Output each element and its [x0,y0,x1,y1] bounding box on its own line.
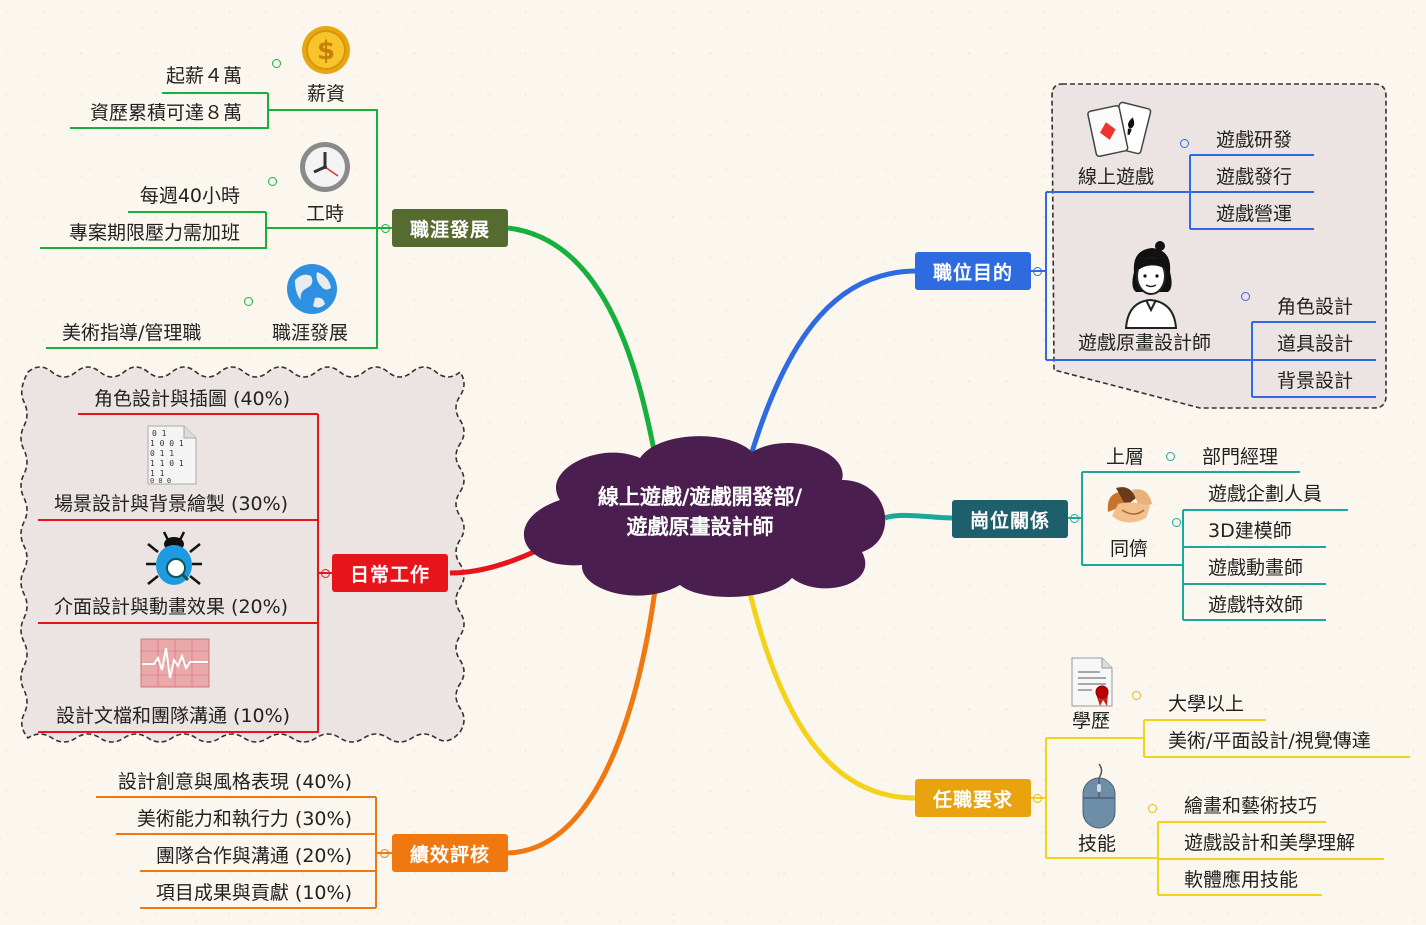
peer-item[interactable]: 遊戲企劃人員 [1208,483,1323,505]
certificate-icon [1071,657,1113,707]
svg-text:1 1: 1 1 [150,469,165,478]
game-item[interactable]: 遊戲研發 [1216,129,1293,151]
collapse-toggle[interactable] [244,297,253,306]
perf-item[interactable]: 項目成果與貢獻 (10%) [155,882,352,904]
skill-item[interactable]: 繪畫和藝術技巧 [1184,795,1318,817]
mouse-icon [1082,763,1116,829]
collapse-toggle[interactable] [268,177,277,186]
game-item[interactable]: 遊戲發行 [1216,166,1293,188]
svg-text:0 1: 0 1 [152,429,167,438]
node-education[interactable]: 學歷 [1072,710,1111,732]
topic-daily-work[interactable]: 日常工作 [332,554,448,592]
career-path-item[interactable]: 美術指導/管理職 [62,322,202,344]
edu-item[interactable]: 大學以上 [1168,693,1245,715]
heartbeat-icon [140,638,210,688]
topic-performance[interactable]: 績效評核 [392,834,508,872]
perf-item[interactable]: 團隊合作與溝通 (20%) [155,845,352,867]
skill-item[interactable]: 軟體應用技能 [1184,869,1299,891]
binary-file-icon: 0 1 1 0 0 1 0 1 1 1 1 0 1 1 1 0 0 0 [147,425,197,485]
svg-text:0 0 0: 0 0 0 [150,477,171,485]
node-hours[interactable]: 工時 [305,203,344,225]
collapse-toggle[interactable] [1070,514,1079,523]
collapse-toggle[interactable] [321,569,330,578]
coin-icon: $ [302,26,350,74]
perf-item[interactable]: 設計創意與風格表現 (40%) [117,771,352,793]
game-item[interactable]: 遊戲營運 [1216,203,1293,225]
daily-item[interactable]: 場景設計與背景繪製 (30%) [54,493,289,515]
peer-item[interactable]: 遊戲特效師 [1208,594,1304,616]
edu-item[interactable]: 美術/平面設計/視覺傳達 [1168,730,1371,752]
svg-text:1 1 0 1: 1 1 0 1 [150,459,184,468]
designer-item[interactable]: 角色設計 [1277,296,1354,318]
hours-item[interactable]: 專案期限壓力需加班 [68,222,240,244]
collapse-toggle[interactable] [1132,691,1141,700]
collapse-toggle[interactable] [1033,267,1042,276]
central-cloud [523,436,886,597]
collapse-toggle[interactable] [1180,139,1189,148]
collapse-toggle[interactable] [1033,794,1042,803]
daily-item[interactable]: 介面設計與動畫效果 (20%) [54,596,289,618]
daily-boundary [20,366,465,743]
handshake-icon [1107,487,1152,523]
collapse-toggle[interactable] [380,849,389,858]
upper-item[interactable]: 部門經理 [1202,446,1279,468]
node-online-game[interactable]: 線上遊戲 [1078,166,1155,188]
central-topic[interactable]: 線上遊戲/遊戲開發部/ 遊戲原畫設計師 [560,482,840,542]
cards-icon [1087,101,1152,158]
collapse-toggle[interactable] [1148,804,1157,813]
svg-text:$: $ [317,36,335,66]
node-skills[interactable]: 技能 [1078,833,1117,855]
salary-item[interactable]: 資歷累積可達８萬 [89,102,242,124]
globe-icon [287,264,337,314]
collapse-toggle[interactable] [1172,518,1181,527]
skill-item[interactable]: 遊戲設計和美學理解 [1184,832,1356,854]
collapse-toggle[interactable] [381,224,390,233]
central-topic-line1: 線上遊戲/遊戲開發部/ [597,485,803,509]
clock-icon [300,142,350,192]
peer-item[interactable]: 遊戲動畫師 [1208,557,1304,579]
node-upper[interactable]: 上層 [1106,446,1145,468]
designer-item[interactable]: 道具設計 [1277,333,1354,355]
collapse-toggle[interactable] [272,59,281,68]
collapse-toggle[interactable] [1241,292,1250,301]
salary-item[interactable]: 起薪４萬 [165,65,242,87]
daily-item[interactable]: 角色設計與插圖 (40%) [94,388,291,410]
central-topic-line2: 遊戲原畫設計師 [626,515,774,539]
designer-item[interactable]: 背景設計 [1277,370,1354,392]
peer-item[interactable]: 3D建模師 [1208,520,1292,542]
perf-item[interactable]: 美術能力和執行力 (30%) [136,808,352,830]
topic-purpose[interactable]: 職位目的 [915,252,1031,290]
svg-text:0 1 1: 0 1 1 [150,449,174,458]
node-salary[interactable]: 薪資 [306,83,345,105]
bug-icon [146,531,202,585]
node-career-path[interactable]: 職涯發展 [272,322,349,344]
topic-position-relation[interactable]: 崗位關係 [952,500,1068,538]
hours-item[interactable]: 每週40小時 [139,185,240,207]
node-art-designer[interactable]: 遊戲原畫設計師 [1078,332,1212,354]
topic-requirements[interactable]: 任職要求 [915,779,1031,817]
node-peers[interactable]: 同儕 [1110,538,1149,560]
svg-text:1 0 0 1: 1 0 0 1 [150,439,184,448]
daily-item[interactable]: 設計文檔和團隊溝通 (10%) [56,705,291,727]
person-icon [1124,241,1178,329]
topic-career[interactable]: 職涯發展 [392,209,508,247]
collapse-toggle[interactable] [1166,452,1175,461]
